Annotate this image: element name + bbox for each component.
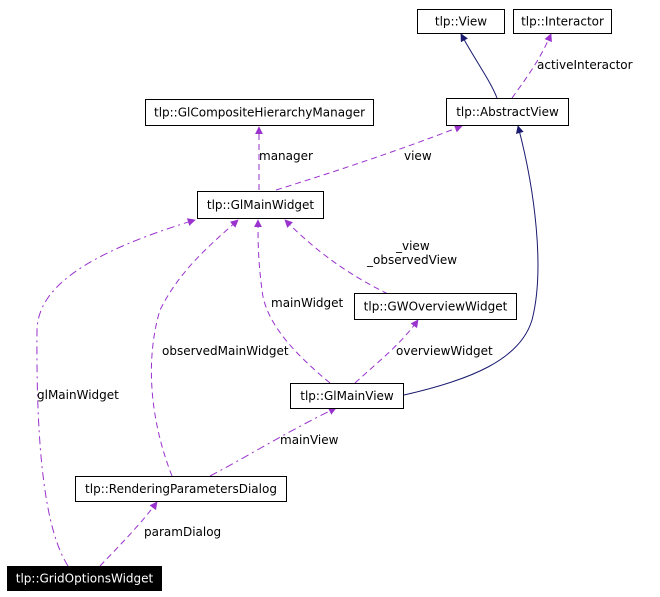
edge-label-observed-main-widget: observedMainWidget: [162, 344, 289, 358]
svg-text:tlp::Interactor: tlp::Interactor: [521, 15, 604, 29]
svg-text:tlp::RenderingParametersDialog: tlp::RenderingParametersDialog: [85, 482, 277, 496]
edge-label-gl-main-widget: glMainWidget: [37, 388, 119, 402]
svg-text:tlp::GWOverviewWidget: tlp::GWOverviewWidget: [364, 300, 508, 314]
edge-abstractview-view: [460, 33, 498, 99]
node-main-view[interactable]: tlp::GlMainView: [290, 383, 404, 409]
svg-text:tlp::GlMainWidget: tlp::GlMainWidget: [207, 198, 315, 212]
edge-rendering-glmainview: [209, 407, 337, 477]
edge-glmainview-abstractview: [403, 125, 539, 396]
node-rendering-dialog[interactable]: tlp::RenderingParametersDialog: [75, 476, 287, 502]
edge-rendering-glmainwidget: [150, 219, 239, 477]
edge-abstractview-interactor: [511, 33, 552, 99]
svg-text:tlp::GlCompositeHierarchyManag: tlp::GlCompositeHierarchyManager: [154, 106, 365, 120]
node-interactor[interactable]: tlp::Interactor: [513, 9, 612, 34]
svg-text:tlp::AbstractView: tlp::AbstractView: [456, 105, 559, 119]
edge-label-active-interactor: activeInteractor: [537, 58, 633, 72]
node-grid-options[interactable]: tlp::GridOptionsWidget: [7, 566, 162, 591]
edge-grid-rendering: [99, 501, 158, 567]
edge-overview-glmainwidget: [284, 219, 389, 295]
edge-label-manager: manager: [259, 149, 313, 163]
edge-glmainview-overview: [354, 319, 419, 384]
edge-glmainwidget-abstractview: [275, 124, 463, 191]
edge-label-main-view: mainView: [280, 433, 339, 447]
edge-glmainview-glmainwidget: [254, 219, 331, 384]
node-abstract-view[interactable]: tlp::AbstractView: [446, 98, 569, 126]
edge-label-param-dialog: paramDialog: [144, 525, 221, 539]
svg-text:tlp::GlMainView: tlp::GlMainView: [300, 389, 394, 403]
node-main-widget[interactable]: tlp::GlMainWidget: [197, 191, 324, 219]
svg-text:tlp::GridOptionsWidget: tlp::GridOptionsWidget: [16, 572, 154, 586]
edge-grid-glmainwidget: [36, 218, 196, 567]
edge-label-overview-widget: overviewWidget: [396, 344, 493, 358]
edge-label-observed-view: _observedView: [366, 253, 457, 267]
node-composite-manager[interactable]: tlp::GlCompositeHierarchyManager: [145, 99, 374, 126]
svg-text:tlp::View: tlp::View: [435, 15, 487, 29]
edge-label-main-widget: mainWidget: [271, 296, 344, 310]
node-view[interactable]: tlp::View: [417, 9, 505, 34]
node-overview-widget[interactable]: tlp::GWOverviewWidget: [354, 293, 517, 320]
edge-label-view-underscore: _view: [395, 239, 430, 253]
edge-label-view: view: [404, 149, 432, 163]
